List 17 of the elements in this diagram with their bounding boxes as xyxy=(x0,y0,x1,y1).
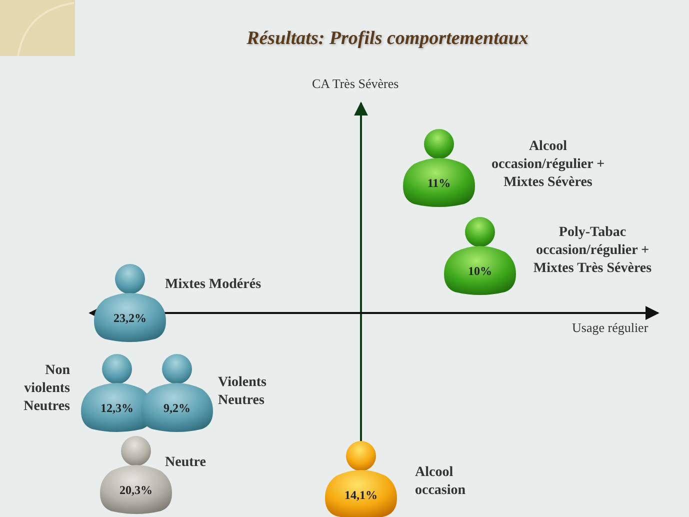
axis-label: Usage régulier xyxy=(572,320,648,336)
percentage-label: 20,3% xyxy=(120,483,152,498)
percentage-label: 10% xyxy=(468,264,492,279)
profile-label: Neutre xyxy=(165,454,207,472)
profile-label: Mixtes Modérés xyxy=(165,276,262,294)
percentage-label: 11% xyxy=(427,176,451,191)
axis-label: CA Très Sévères xyxy=(312,76,399,92)
profile-label: Non violents Neutres xyxy=(22,362,70,416)
profile-label: Alcool occasion/régulier + Mixtes Sévères xyxy=(490,138,606,192)
slide-title: Résultats: Profils comportementaux xyxy=(246,28,530,50)
percentage-label: 23,2% xyxy=(114,311,146,326)
profile-label: Alcool occasion xyxy=(415,464,467,500)
profile-label: Violents Neutres xyxy=(218,374,268,410)
percentage-label: 14,1% xyxy=(344,488,378,503)
profile-label: Poly-Tabac occasion/régulier + Mixtes Très Sévères xyxy=(532,224,653,278)
percentage-label: 12,3% xyxy=(100,401,134,416)
percentage-label: 9,2% xyxy=(164,401,190,416)
